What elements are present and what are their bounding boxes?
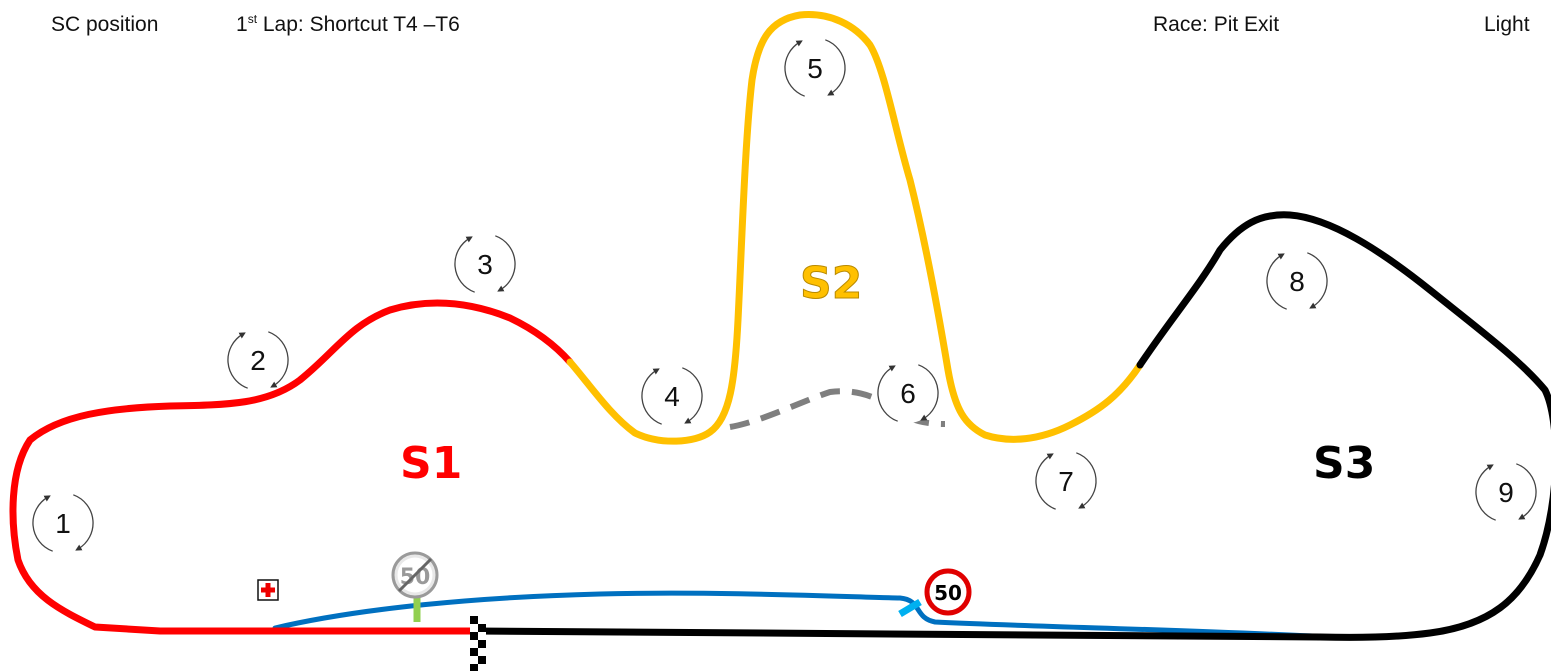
first-lap-shortcut-label: 1st Lap: Shortcut T4 –T6 bbox=[236, 12, 460, 36]
corner-9-marker: 9 bbox=[1475, 462, 1537, 522]
corner-1-number: 1 bbox=[55, 508, 71, 539]
corner-8-number: 8 bbox=[1289, 266, 1305, 297]
track-sector-2 bbox=[566, 11, 1144, 445]
corner-8-marker: 8 bbox=[1266, 251, 1328, 311]
corner-9-number: 9 bbox=[1498, 477, 1514, 508]
corner-5-marker: 5 bbox=[784, 38, 846, 98]
corner-6-marker: 6 bbox=[877, 363, 939, 423]
end-speed-limit-sign: 50 bbox=[391, 551, 439, 599]
race-pit-exit-label: Race: Pit Exit bbox=[1153, 13, 1280, 36]
medical-center-icon bbox=[257, 579, 279, 601]
sector-2-label: S2 bbox=[800, 258, 862, 309]
pit-exit-marker bbox=[898, 598, 922, 618]
sector-3-label: S3 bbox=[1313, 438, 1375, 489]
sector-1-label: S1 bbox=[400, 438, 462, 489]
corner-5-number: 5 bbox=[807, 53, 823, 84]
corner-1-marker: 1 bbox=[32, 493, 94, 553]
corner-4-marker: 4 bbox=[641, 366, 703, 426]
track-sector-3 bbox=[471, 211, 1551, 641]
corner-2-marker: 2 bbox=[227, 330, 289, 390]
sc-position-label: SC position bbox=[51, 13, 159, 36]
svg-text:50: 50 bbox=[934, 581, 962, 605]
start-finish-line bbox=[470, 616, 486, 671]
corner-7-marker: 7 bbox=[1035, 451, 1097, 511]
corner-4-number: 4 bbox=[664, 381, 680, 412]
track-sector-1 bbox=[9, 299, 574, 635]
corner-7-number: 7 bbox=[1058, 466, 1074, 497]
pit-lane bbox=[272, 590, 1333, 640]
speed-limit-sign: 50 bbox=[924, 568, 972, 616]
corner-3-number: 3 bbox=[477, 249, 493, 280]
corner-3-marker: 3 bbox=[454, 234, 516, 294]
corner-6-number: 6 bbox=[900, 378, 916, 409]
corner-2-number: 2 bbox=[250, 345, 266, 376]
lights-label: Light bbox=[1484, 13, 1530, 36]
